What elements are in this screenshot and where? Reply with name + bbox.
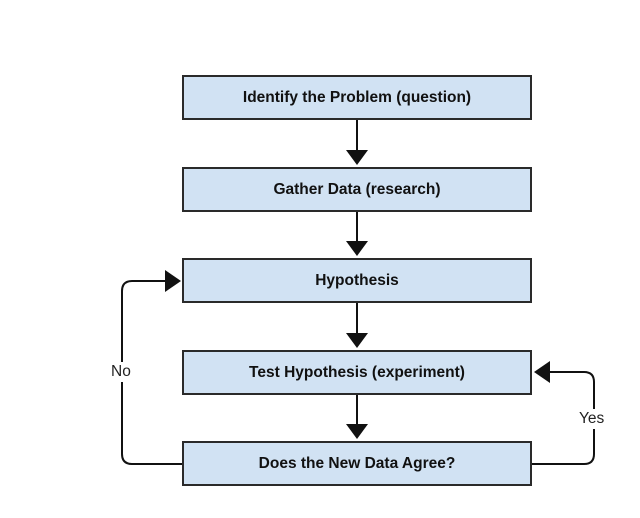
node-test-hypothesis: Test Hypothesis (experiment) xyxy=(182,350,532,395)
arrowhead-gather xyxy=(346,150,368,165)
node-test-hypothesis-label: Test Hypothesis (experiment) xyxy=(249,363,465,381)
node-data-agree-decision-label: Does the New Data Agree? xyxy=(258,454,456,472)
node-hypothesis: Hypothesis xyxy=(182,258,532,303)
arrowhead-hypothesis xyxy=(346,241,368,256)
node-identify-problem: Identify the Problem (question) xyxy=(182,75,532,120)
node-hypothesis-label: Hypothesis xyxy=(315,271,399,289)
node-gather-data-label: Gather Data (research) xyxy=(273,180,441,198)
arrowhead-yes-loop xyxy=(534,361,550,383)
arrowhead-no-loop xyxy=(165,270,181,292)
edge-label-yes: Yes xyxy=(577,409,607,429)
node-identify-problem-label: Identify the Problem (question) xyxy=(242,88,472,106)
edge-label-no: No xyxy=(109,362,133,382)
arrowhead-test xyxy=(346,333,368,348)
node-data-agree-decision: Does the New Data Agree? xyxy=(182,441,532,486)
arrowhead-agree xyxy=(346,424,368,439)
node-gather-data: Gather Data (research) xyxy=(182,167,532,212)
